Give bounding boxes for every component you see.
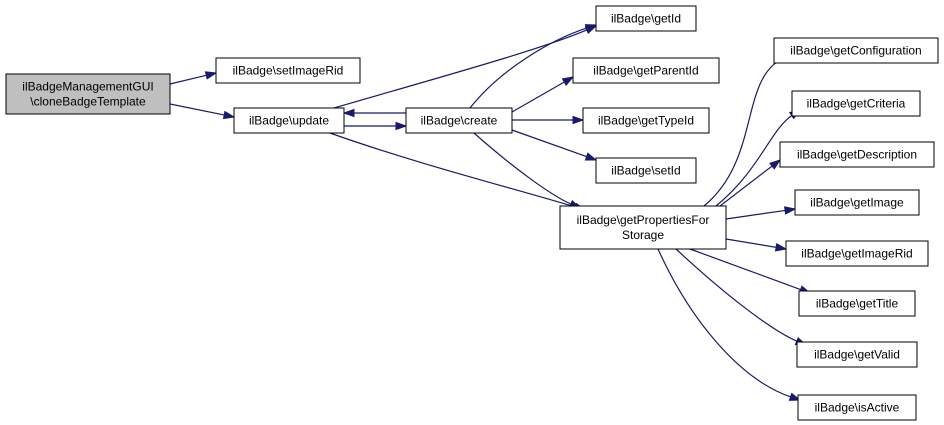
edge-arrowhead <box>395 121 408 131</box>
edge-line <box>469 27 588 109</box>
node-box <box>779 141 935 168</box>
edge-line <box>169 103 226 116</box>
node-box <box>797 394 917 421</box>
edge-line <box>169 74 208 85</box>
node-label: ilBadge\isActive <box>815 401 900 415</box>
edge-getPropertiesForStorage-to-getImage <box>725 206 797 220</box>
node-label: ilBadge\getTypeId <box>598 114 694 128</box>
node-box <box>794 189 920 216</box>
edge-root-to-setImageRid <box>169 71 218 85</box>
node-box <box>785 240 929 267</box>
node-box <box>405 107 513 134</box>
edge-line <box>725 238 778 249</box>
node-getImage[interactable]: ilBadge\getImage <box>794 189 920 216</box>
edge-line <box>703 58 783 207</box>
node-label: ilBadge\getParentId <box>593 64 698 78</box>
node-label: Storage <box>622 228 664 242</box>
edge-line <box>719 164 774 207</box>
node-getCriteria[interactable]: ilBadge\getCriteria <box>791 90 921 117</box>
node-box <box>5 73 171 115</box>
edge-line <box>725 209 787 220</box>
node-label: ilBadge\getConfiguration <box>790 44 921 58</box>
node-label: ilBadge\getCriteria <box>807 97 906 111</box>
node-getTypeId[interactable]: ilBadge\getTypeId <box>582 107 710 134</box>
node-isActive[interactable]: ilBadge\isActive <box>797 394 917 421</box>
edge-arrowhead <box>788 392 802 401</box>
node-label: ilBadge\getPropertiesFor <box>577 213 710 227</box>
node-box <box>595 5 697 32</box>
edge-getPropertiesForStorage-to-getDescription <box>719 159 782 207</box>
node-box <box>215 57 361 84</box>
edge-update-to-create <box>344 121 408 131</box>
node-getConfiguration[interactable]: ilBadge\getConfiguration <box>773 37 939 64</box>
node-create[interactable]: ilBadge\create <box>405 107 513 134</box>
edge-arrowhead <box>342 108 355 118</box>
node-label: ilBadge\getValid <box>814 348 900 362</box>
node-label: ilBadgeManagementGUI <box>22 80 153 94</box>
node-box <box>796 341 918 368</box>
node-getDescription[interactable]: ilBadge\getDescription <box>779 141 935 168</box>
edge-line <box>329 132 577 208</box>
edge-line <box>511 80 566 113</box>
edge-create-to-update <box>342 108 406 118</box>
node-box <box>791 90 921 117</box>
node-label: ilBadge\getImage <box>810 196 904 210</box>
node-update[interactable]: ilBadge\update <box>233 107 345 134</box>
edge-arrowhead <box>584 24 598 33</box>
edge-line <box>689 248 802 291</box>
edge-line <box>715 114 793 207</box>
edge-create-to-setId <box>511 129 598 161</box>
edge-arrowhead <box>561 76 575 86</box>
node-label: \cloneBadgeTemplate <box>30 95 146 109</box>
edge-update-to-getId <box>333 25 598 109</box>
node-label: ilBadge\getDescription <box>797 148 917 162</box>
node-box <box>572 57 720 84</box>
edge-update-to-getPropertiesForStorage <box>329 132 587 212</box>
node-setId[interactable]: ilBadge\setId <box>595 157 697 184</box>
edge-getPropertiesForStorage-to-isActive <box>657 248 802 401</box>
node-label: ilBadge\getImageRid <box>801 247 912 261</box>
edge-create-to-getPropertiesForStorage <box>473 132 582 209</box>
edge-arrowhead <box>784 206 797 215</box>
edge-line <box>657 248 792 398</box>
node-box <box>773 37 939 64</box>
node-getParentId[interactable]: ilBadge\getParentId <box>572 57 720 84</box>
node-box <box>798 290 916 317</box>
edge-create-to-getId <box>469 24 598 109</box>
node-label: ilBadge\getTitle <box>816 297 899 311</box>
edge-arrowhead <box>204 71 218 80</box>
edge-line <box>675 248 798 343</box>
node-box <box>582 107 710 134</box>
edge-line <box>333 28 588 109</box>
node-setImageRid[interactable]: ilBadge\setImageRid <box>215 57 361 84</box>
edge-create-to-getParentId <box>511 76 575 113</box>
node-box <box>233 107 345 134</box>
edge-line <box>511 129 588 158</box>
node-label: ilBadge\create <box>421 114 498 128</box>
node-label: ilBadge\update <box>249 114 329 128</box>
edge-arrowhead <box>584 152 598 161</box>
nodes-layer: ilBadgeManagementGUI\cloneBadgeTemplatei… <box>5 5 939 421</box>
edge-arrowhead <box>572 115 585 125</box>
edge-line <box>473 132 572 205</box>
node-getId[interactable]: ilBadge\getId <box>595 5 697 32</box>
node-box <box>595 157 697 184</box>
node-getValid[interactable]: ilBadge\getValid <box>796 341 918 368</box>
node-getTitle[interactable]: ilBadge\getTitle <box>798 290 916 317</box>
node-label: ilBadge\setImageRid <box>233 64 344 78</box>
edge-create-to-getTypeId <box>512 115 585 125</box>
node-root[interactable]: ilBadgeManagementGUI\cloneBadgeTemplate <box>5 73 171 115</box>
node-box <box>559 205 727 250</box>
node-getImageRid[interactable]: ilBadge\getImageRid <box>785 240 929 267</box>
edge-arrowhead <box>774 243 788 252</box>
edge-getPropertiesForStorage-to-getImageRid <box>725 238 788 252</box>
node-label: ilBadge\setId <box>611 164 680 178</box>
edge-root-to-update <box>169 103 236 120</box>
edge-arrowhead <box>769 159 782 170</box>
edge-arrowhead <box>222 110 236 120</box>
node-label: ilBadge\getId <box>611 12 681 26</box>
